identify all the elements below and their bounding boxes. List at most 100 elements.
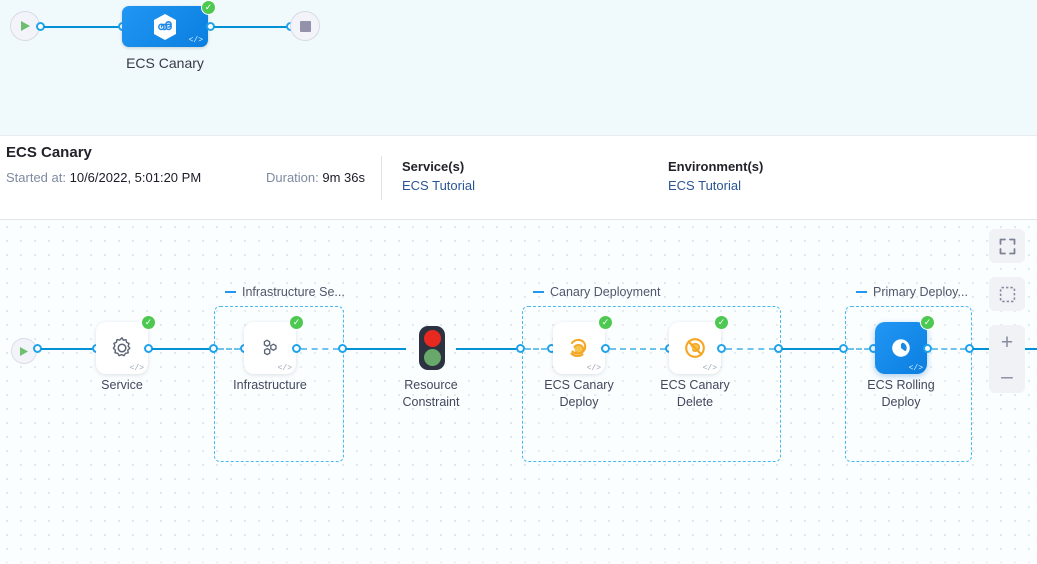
node-code-icon: </>	[702, 364, 717, 373]
link-infra-group-inner-out	[301, 347, 339, 350]
collapse-dash-icon[interactable]	[225, 291, 236, 293]
group-label-primary[interactable]: Primary Deploy...	[856, 285, 968, 299]
link-service-infra	[152, 347, 210, 350]
fit-to-screen-icon	[999, 286, 1015, 302]
link-canary-group-inner-out	[726, 347, 775, 350]
services-block: Service(s) ECS Tutorial	[402, 159, 475, 193]
link-stage-to-stop	[214, 25, 288, 28]
page-title: ECS Canary	[6, 144, 92, 161]
ecs-deploy-icon	[892, 339, 910, 357]
started-at: Started at: 10/6/2022, 5:01:20 PM	[6, 170, 201, 185]
status-badge-canary-deploy: ✓	[598, 315, 613, 330]
fullscreen-icon	[999, 238, 1015, 254]
port-infrastructure-out[interactable]	[292, 344, 301, 353]
execution-graph-canvas[interactable]: Infrastructure Se... Canary Deployment P…	[0, 220, 1037, 563]
node-label-resource-line2: Constraint	[402, 395, 460, 409]
stage-strip-canvas[interactable]: </> ✓ ECS Canary	[0, 0, 1037, 135]
group-label-canary[interactable]: Canary Deployment	[533, 285, 660, 299]
node-resource-constraint[interactable]	[419, 326, 445, 370]
environment-link[interactable]: ECS Tutorial	[668, 178, 741, 193]
canary-bird-delete-icon	[685, 338, 705, 358]
duration-key: Duration:	[266, 170, 319, 185]
group-label-infrastructure[interactable]: Infrastructure Se...	[225, 285, 345, 299]
status-badge-rolling-deploy: ✓	[920, 315, 935, 330]
execution-info-bar: ECS Canary Started at: 10/6/2022, 5:01:2…	[0, 136, 1037, 220]
node-label-canary-delete-line1: ECS Canary	[660, 378, 730, 392]
node-code-icon: </>	[586, 364, 601, 373]
port-canary-delete-out[interactable]	[717, 344, 726, 353]
link-start-to-stage	[44, 25, 120, 28]
node-label-canary-deploy-line2: Deploy	[559, 395, 599, 409]
group-canary-text: Canary Deployment	[550, 285, 661, 299]
node-label-rolling-deploy: ECS Rolling Deploy	[841, 377, 961, 411]
duration: Duration: 9m 36s	[266, 170, 365, 185]
node-ecs-canary-delete[interactable]: </>	[669, 322, 721, 374]
zoom-out-button[interactable]: –	[1001, 364, 1013, 388]
fullscreen-button[interactable]	[989, 229, 1025, 263]
hexagon-cluster-icon	[263, 339, 277, 356]
node-label-infrastructure: Infrastructure	[233, 378, 307, 392]
status-badge-service: ✓	[141, 315, 156, 330]
link-infra-group-inner-in	[218, 347, 240, 350]
node-label-resource-line1: Resource	[404, 378, 458, 392]
node-label-canary-delete: ECS Canary Delete	[635, 377, 755, 411]
node-label-canary-delete-line2: Delete	[676, 395, 714, 409]
node-label-service: Service	[101, 378, 143, 392]
link-primary-group-inner-in	[848, 347, 870, 350]
node-label-canary-deploy: ECS Canary Deploy	[519, 377, 639, 411]
node-label-canary-deploy-line1: ECS Canary	[544, 378, 614, 392]
link-canary-group-inner-in	[525, 347, 547, 350]
stage-node-label: ECS Canary	[126, 55, 204, 71]
started-at-key: Started at:	[6, 170, 66, 185]
environments-block: Environment(s) ECS Tutorial	[668, 159, 763, 193]
zoom-in-button[interactable]: +	[1000, 330, 1014, 354]
collapse-dash-icon[interactable]	[856, 291, 867, 293]
link-resource-canary	[456, 347, 518, 350]
group-infrastructure-text: Infrastructure Se...	[242, 285, 345, 299]
play-icon	[20, 21, 30, 31]
node-label-rolling-line2: Deploy	[881, 395, 921, 409]
port-rolling-deploy-out[interactable]	[923, 344, 932, 353]
node-code-icon: </>	[277, 364, 292, 373]
harness-hexagon-icon	[154, 13, 176, 40]
node-service[interactable]: </>	[96, 322, 148, 374]
stage-strip: </> ✓ ECS Canary	[0, 0, 1037, 136]
zoom-controls[interactable]: + –	[989, 325, 1025, 393]
status-badge-canary-delete: ✓	[714, 315, 729, 330]
node-ecs-canary-deploy[interactable]: </>	[553, 322, 605, 374]
service-link[interactable]: ECS Tutorial	[402, 178, 475, 193]
environments-label: Environment(s)	[668, 159, 764, 174]
stage-code-icon: </>	[188, 36, 203, 45]
group-primary-text: Primary Deploy...	[873, 285, 968, 299]
canary-bird-icon	[570, 338, 587, 357]
gear-icon	[112, 337, 131, 357]
stage-status-badge: ✓	[201, 0, 216, 15]
fit-to-screen-button[interactable]	[989, 277, 1025, 311]
node-code-icon: </>	[908, 364, 923, 373]
node-code-icon: </>	[129, 364, 144, 373]
link-canary-primary	[782, 347, 840, 350]
node-infrastructure[interactable]: </>	[244, 322, 296, 374]
status-badge-infrastructure: ✓	[289, 315, 304, 330]
node-ecs-rolling-deploy[interactable]: </>	[875, 322, 927, 374]
traffic-light-green	[423, 348, 441, 366]
link-canary-deploy-delete	[610, 347, 666, 350]
port-group-infra-in[interactable]	[209, 344, 218, 353]
port-group-primary-in[interactable]	[839, 344, 848, 353]
info-divider	[381, 156, 382, 200]
traffic-light-red	[423, 330, 441, 348]
node-label-rolling-line1: ECS Rolling	[867, 378, 935, 392]
link-start-service	[41, 347, 94, 350]
port-group-canary-in[interactable]	[516, 344, 525, 353]
port-canary-deploy-out[interactable]	[601, 344, 610, 353]
link-primary-group-inner-out	[932, 347, 966, 350]
link-infra-resource	[346, 347, 406, 350]
started-at-value: 10/6/2022, 5:01:20 PM	[69, 170, 202, 185]
collapse-dash-icon[interactable]	[533, 291, 544, 293]
services-label: Service(s)	[402, 159, 465, 174]
stage-node-ecs-canary[interactable]: </>	[122, 6, 208, 47]
stop-icon	[299, 20, 311, 32]
node-label-resource-constraint: Resource Constraint	[371, 377, 491, 411]
pipeline-stop-node[interactable]	[290, 11, 320, 41]
pipeline-start-node[interactable]	[10, 11, 40, 41]
